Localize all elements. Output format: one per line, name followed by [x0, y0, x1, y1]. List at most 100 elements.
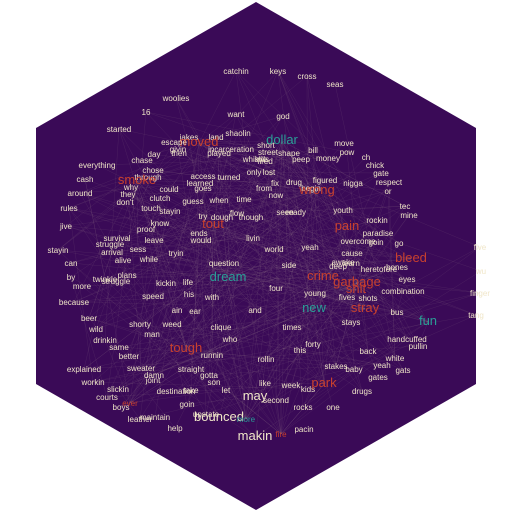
network-edge	[111, 251, 247, 420]
network-edge	[277, 70, 419, 347]
word-node: can	[65, 259, 78, 268]
network-edge	[202, 205, 406, 217]
network-edge	[129, 258, 150, 404]
word-node: side	[282, 261, 297, 270]
word-node: rollin	[258, 355, 275, 364]
network-edge	[230, 148, 312, 189]
word-node: joint	[145, 376, 161, 385]
network-edge	[136, 180, 314, 345]
network-edge	[88, 317, 309, 390]
word-node: why	[123, 183, 138, 192]
network-edge	[175, 97, 337, 367]
network-edge	[356, 266, 398, 284]
word-node: leather	[128, 415, 153, 424]
network-edge	[185, 348, 220, 419]
network-edge	[261, 158, 357, 291]
network-edge	[136, 180, 477, 316]
word-node: dollar	[266, 132, 298, 147]
network-edge	[227, 219, 378, 279]
word-node: bones	[386, 263, 408, 272]
network-edge	[356, 190, 389, 284]
network-edge	[281, 140, 304, 408]
network-edge	[176, 296, 213, 311]
network-edge	[275, 349, 301, 401]
network-edge	[145, 111, 383, 366]
network-edge	[253, 171, 337, 367]
network-edge	[127, 193, 352, 323]
network-edge	[139, 323, 192, 391]
hexagon-background	[36, 2, 476, 510]
word-node: deep	[329, 262, 347, 271]
network-edge	[212, 224, 229, 279]
network-edge	[221, 216, 229, 279]
network-edge	[265, 144, 318, 192]
network-edge	[136, 180, 155, 241]
network-edge	[175, 252, 325, 385]
network-edge	[168, 188, 366, 310]
network-edge	[218, 199, 404, 292]
word-node: learned	[187, 179, 214, 188]
word-node: who	[222, 335, 238, 344]
network-edge	[148, 258, 357, 291]
network-edge	[194, 246, 311, 312]
network-edge	[152, 169, 318, 192]
word-node: beer	[81, 314, 97, 323]
network-edge	[277, 70, 396, 359]
network-edge	[218, 152, 266, 384]
network-edge	[280, 338, 408, 435]
word-node: makin	[238, 428, 273, 443]
network-edge	[281, 140, 312, 189]
network-edge	[127, 193, 142, 369]
network-edge	[221, 216, 429, 323]
word-node: shape	[278, 149, 300, 158]
network-edge	[116, 237, 277, 289]
network-edge	[265, 144, 400, 244]
network-edge	[95, 190, 318, 330]
word-node: bounced	[194, 409, 244, 424]
word-node: kids	[255, 155, 269, 164]
network-edge	[280, 262, 352, 435]
network-edge	[104, 128, 120, 341]
network-edge	[174, 354, 213, 429]
word-node: kickin	[156, 279, 176, 288]
word-node: respect	[376, 178, 403, 187]
network-edge	[139, 211, 297, 325]
network-edge	[281, 140, 337, 367]
network-edge	[81, 276, 324, 287]
word-node: ain	[172, 306, 183, 315]
network-edge	[235, 113, 355, 370]
network-edge	[79, 148, 232, 194]
network-edge	[159, 197, 282, 435]
network-edge	[177, 148, 419, 347]
network-edge	[202, 187, 222, 328]
word-node: bus	[391, 308, 404, 317]
network-edge	[208, 190, 318, 376]
network-edge	[118, 128, 263, 160]
network-edge	[314, 292, 366, 310]
network-edge	[188, 293, 366, 310]
network-edge	[212, 224, 429, 323]
network-edge	[398, 242, 482, 272]
network-edge	[185, 158, 302, 350]
network-edge	[212, 224, 256, 398]
network-edge	[245, 171, 270, 420]
network-edge	[171, 323, 383, 366]
network-edge	[127, 193, 202, 241]
network-edge	[198, 142, 408, 280]
network-edge	[148, 258, 220, 419]
network-edge	[316, 179, 326, 192]
network-edge	[73, 301, 366, 310]
word-node: shaolin	[225, 129, 250, 138]
network-edge	[117, 226, 348, 390]
word-node: survival	[103, 234, 130, 243]
network-edge	[145, 142, 200, 230]
network-edge	[243, 171, 270, 200]
network-edge	[281, 140, 293, 328]
network-edge	[277, 70, 357, 291]
network-edge	[124, 158, 302, 203]
network-edge	[334, 83, 396, 359]
network-edge	[120, 277, 229, 408]
network-edge	[346, 219, 378, 228]
network-edge	[117, 292, 316, 390]
